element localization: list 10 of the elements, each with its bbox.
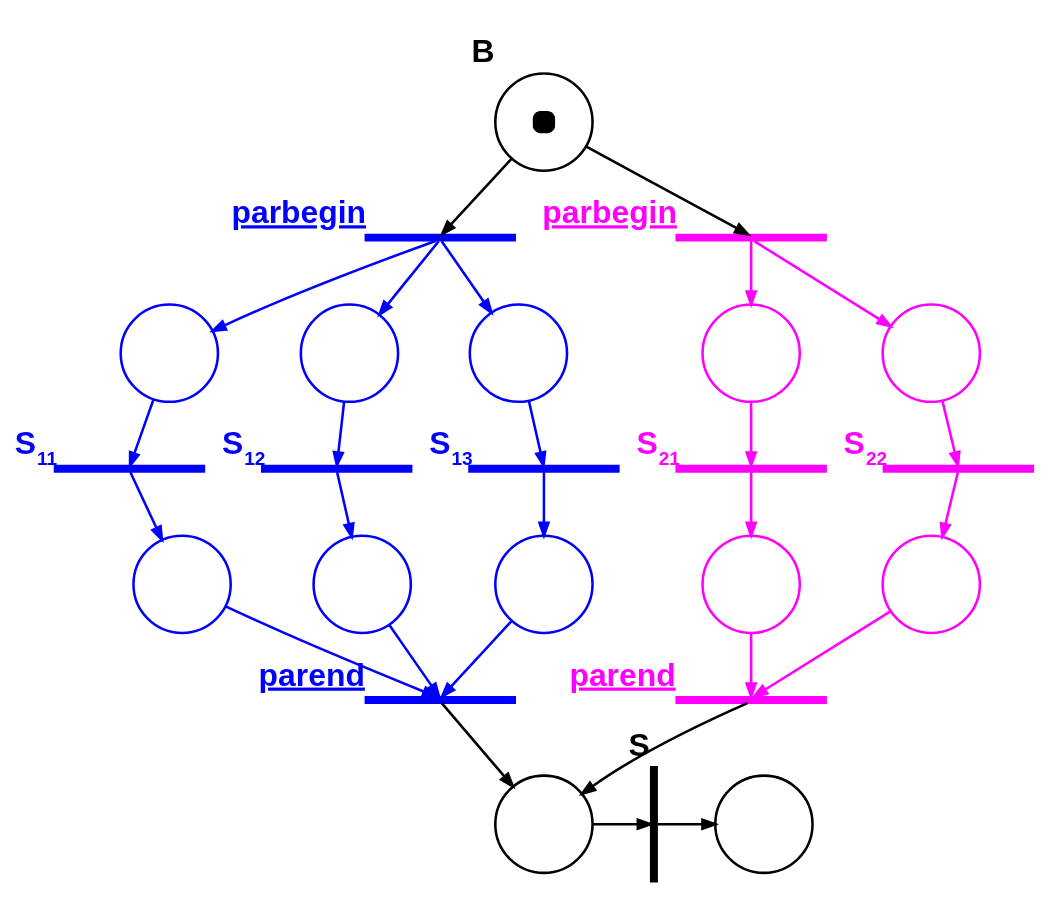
node-label: S$_{22}$ [843,425,888,469]
node-label: B [471,33,495,70]
node-label: parend [569,656,676,693]
node-label: S$_{13}$ [429,425,473,469]
node-label: S$_{21}$ [636,425,680,469]
node-label: parbegin [231,194,367,231]
node-label: parend [258,656,365,693]
node-label: S$_{12}$ [221,425,266,469]
node-label: parbegin [542,194,677,231]
node-label: S$_{11}$ [14,425,58,469]
